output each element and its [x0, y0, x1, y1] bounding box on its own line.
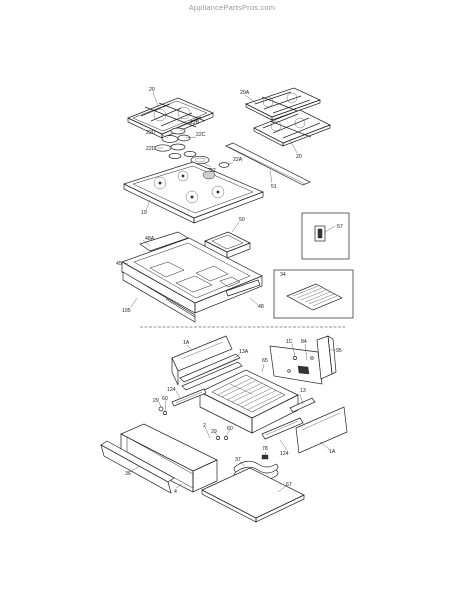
- label-22b: 22B: [190, 120, 200, 126]
- burner-box: [121, 231, 263, 323]
- rail-124-right: [261, 417, 304, 440]
- grate-right-upper: [245, 87, 321, 121]
- back-panel: [269, 345, 323, 385]
- label-20-lower: 20: [296, 154, 302, 160]
- label-22d-a: 22D: [146, 130, 156, 136]
- label-67: 67: [286, 482, 292, 488]
- label-36: 36: [125, 471, 131, 477]
- part-labels: 20 20A 20 22B 22C 22D 22D 22 22A 51 19 5…: [116, 87, 343, 495]
- label-60-a: 60: [162, 396, 168, 402]
- bracket-95: [316, 335, 337, 380]
- label-65: 65: [262, 358, 268, 364]
- inset-box-34: [273, 269, 354, 319]
- grate-right-lower: [253, 109, 331, 147]
- label-20: 20: [149, 87, 155, 93]
- rail-13a: [179, 353, 243, 391]
- drawer-front: [120, 423, 218, 493]
- label-195: 195: [122, 308, 131, 314]
- label-124-right: 124: [280, 451, 289, 457]
- drawer-handle: [100, 440, 175, 494]
- inset-box-57: [301, 212, 350, 260]
- label-19: 19: [141, 210, 147, 216]
- label-2: 2: [203, 423, 206, 429]
- label-22a: 22A: [233, 157, 243, 163]
- label-60-b: 60: [227, 426, 233, 432]
- label-13: 13: [300, 388, 306, 394]
- label-22: 22: [210, 168, 216, 174]
- burner-caps: [154, 127, 230, 172]
- label-95: 95: [336, 348, 342, 354]
- label-29-a: 29: [153, 398, 159, 404]
- label-78: 78: [262, 446, 268, 452]
- rail-124-left: [171, 388, 207, 407]
- bottom-panel: [201, 467, 305, 523]
- watermark-text: AppliancePartsPros.com: [188, 3, 276, 12]
- label-48a: 48A: [145, 236, 155, 242]
- drip-pan: [204, 231, 251, 259]
- label-84: 84: [301, 339, 307, 345]
- side-panel-left: [171, 335, 233, 386]
- side-panel-right: [295, 406, 348, 454]
- label-48: 48: [258, 304, 264, 310]
- label-20a: 20A: [240, 90, 250, 96]
- screws: [158, 406, 228, 440]
- label-34: 34: [280, 272, 286, 278]
- label-13a: 13A: [239, 349, 249, 355]
- label-124-left: 124: [167, 387, 176, 393]
- rail-13: [289, 397, 316, 413]
- trim-strip: [225, 142, 311, 186]
- label-1a-left: 1A: [183, 340, 190, 346]
- label-29-b: 29: [211, 429, 217, 435]
- label-1c: 1C: [286, 339, 293, 345]
- label-51: 51: [271, 184, 277, 190]
- label-37: 37: [235, 457, 241, 463]
- label-22d-b: 22D: [146, 146, 156, 152]
- label-45: 45: [116, 261, 122, 267]
- label-57: 57: [337, 224, 343, 230]
- label-22c: 22C: [196, 132, 206, 138]
- cooktop: [123, 161, 264, 224]
- label-4: 4: [174, 489, 177, 495]
- broiler-rack: [199, 369, 299, 434]
- label-50: 50: [239, 217, 245, 223]
- leader-lines: [121, 91, 336, 493]
- label-1a-right: 1A: [329, 449, 336, 455]
